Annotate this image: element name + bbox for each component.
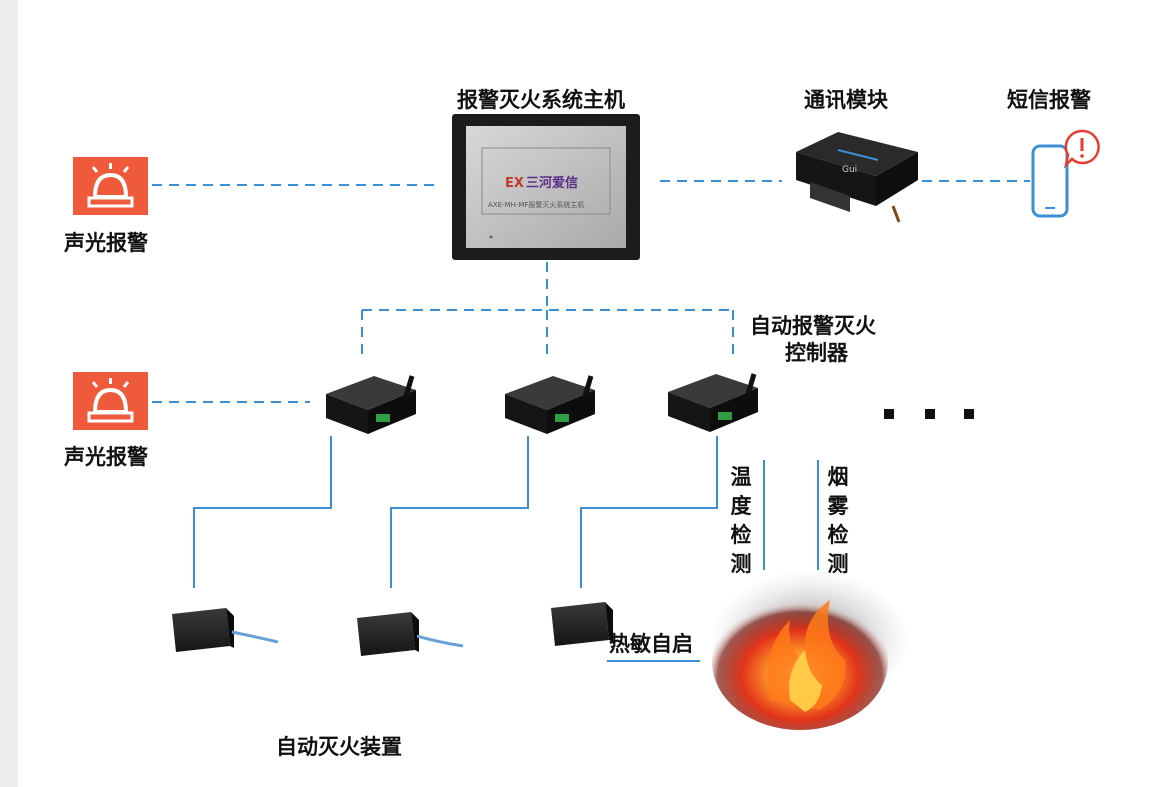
smoke-detect-label: 烟雾检测: [827, 465, 849, 576]
host-subtitle-text: AXE-MH-MF报警灭火系统主机: [488, 200, 584, 209]
thermal-start-label: 热敏自启: [609, 632, 693, 656]
extinguisher-device: [357, 612, 464, 656]
link-c2-ext2: [390, 436, 529, 588]
sound-light-alarm-label-mid: 声光报警: [64, 445, 148, 469]
controller-device: [505, 375, 595, 434]
host-title-label: 报警灭火系统主机: [457, 88, 625, 112]
extinguisher-device: [172, 608, 279, 652]
host-panel-device: EX 三河爱信 AXE-MH-MF报警灭火系统主机: [452, 114, 640, 260]
solid-links: [193, 436, 819, 662]
alarm-light-icon: [73, 372, 148, 430]
more-devices-ellipsis: [884, 409, 974, 419]
controller-device: [668, 373, 758, 432]
fire-icon: [710, 570, 910, 730]
sms-alarm-label: 短信报警: [1007, 88, 1091, 112]
alarm-light-icon: [73, 157, 148, 215]
controller-label-line1: 自动报警灭火: [750, 314, 876, 338]
link-c1-ext1: [193, 436, 332, 588]
comm-module-device: Gui: [796, 132, 918, 223]
svg-text:Gui: Gui: [842, 165, 857, 175]
phone-alert-icon: [1031, 129, 1100, 218]
svg-text:EX: EX: [505, 176, 524, 191]
link-c3-ext3: [580, 436, 718, 588]
sound-light-alarm-label-top: 声光报警: [64, 231, 148, 255]
host-brand-text: 三河爱信: [526, 175, 578, 191]
controller-label-line2: 控制器: [785, 341, 848, 365]
controller-device: [326, 375, 416, 434]
left-margin-strip: [0, 0, 18, 787]
comm-module-label: 通讯模块: [804, 88, 888, 112]
extinguisher-device: [551, 602, 613, 646]
dashed-links: [152, 180, 1030, 403]
temp-detect-label: 温度检测: [730, 465, 752, 576]
auto-extinguisher-label: 自动灭火装置: [276, 735, 402, 759]
